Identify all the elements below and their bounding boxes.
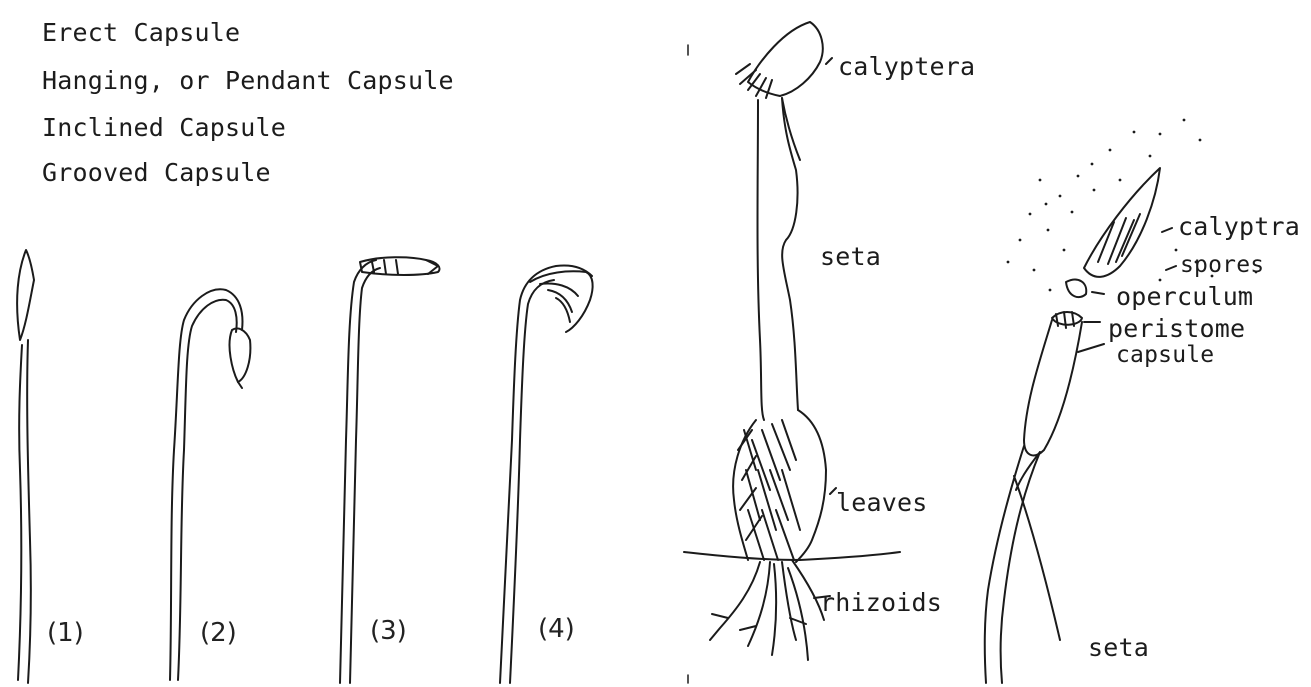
moss-plant-drawing bbox=[684, 22, 900, 660]
label-calyptera: calyptera bbox=[838, 54, 975, 79]
label-calyptra: calyptra bbox=[1178, 214, 1300, 239]
capsule-number-1: (1) bbox=[47, 620, 84, 646]
label-seta-plant: seta bbox=[820, 244, 881, 269]
label-peristome: peristome bbox=[1108, 316, 1245, 341]
label-capsule: capsule bbox=[1116, 344, 1214, 367]
label-leaves: leaves bbox=[836, 490, 928, 515]
label-operculum: operculum bbox=[1116, 284, 1253, 309]
capsule-detail-drawing bbox=[985, 119, 1258, 683]
capsule-number-3: (3) bbox=[370, 618, 407, 644]
erect-capsule-drawing bbox=[17, 250, 34, 683]
label-spores: spores bbox=[1180, 254, 1264, 277]
label-seta-detail: seta bbox=[1088, 635, 1149, 660]
capsule-number-4: (4) bbox=[538, 616, 575, 642]
label-rhizoids: rhizoids bbox=[820, 590, 942, 615]
capsule-number-2: (2) bbox=[200, 620, 237, 646]
